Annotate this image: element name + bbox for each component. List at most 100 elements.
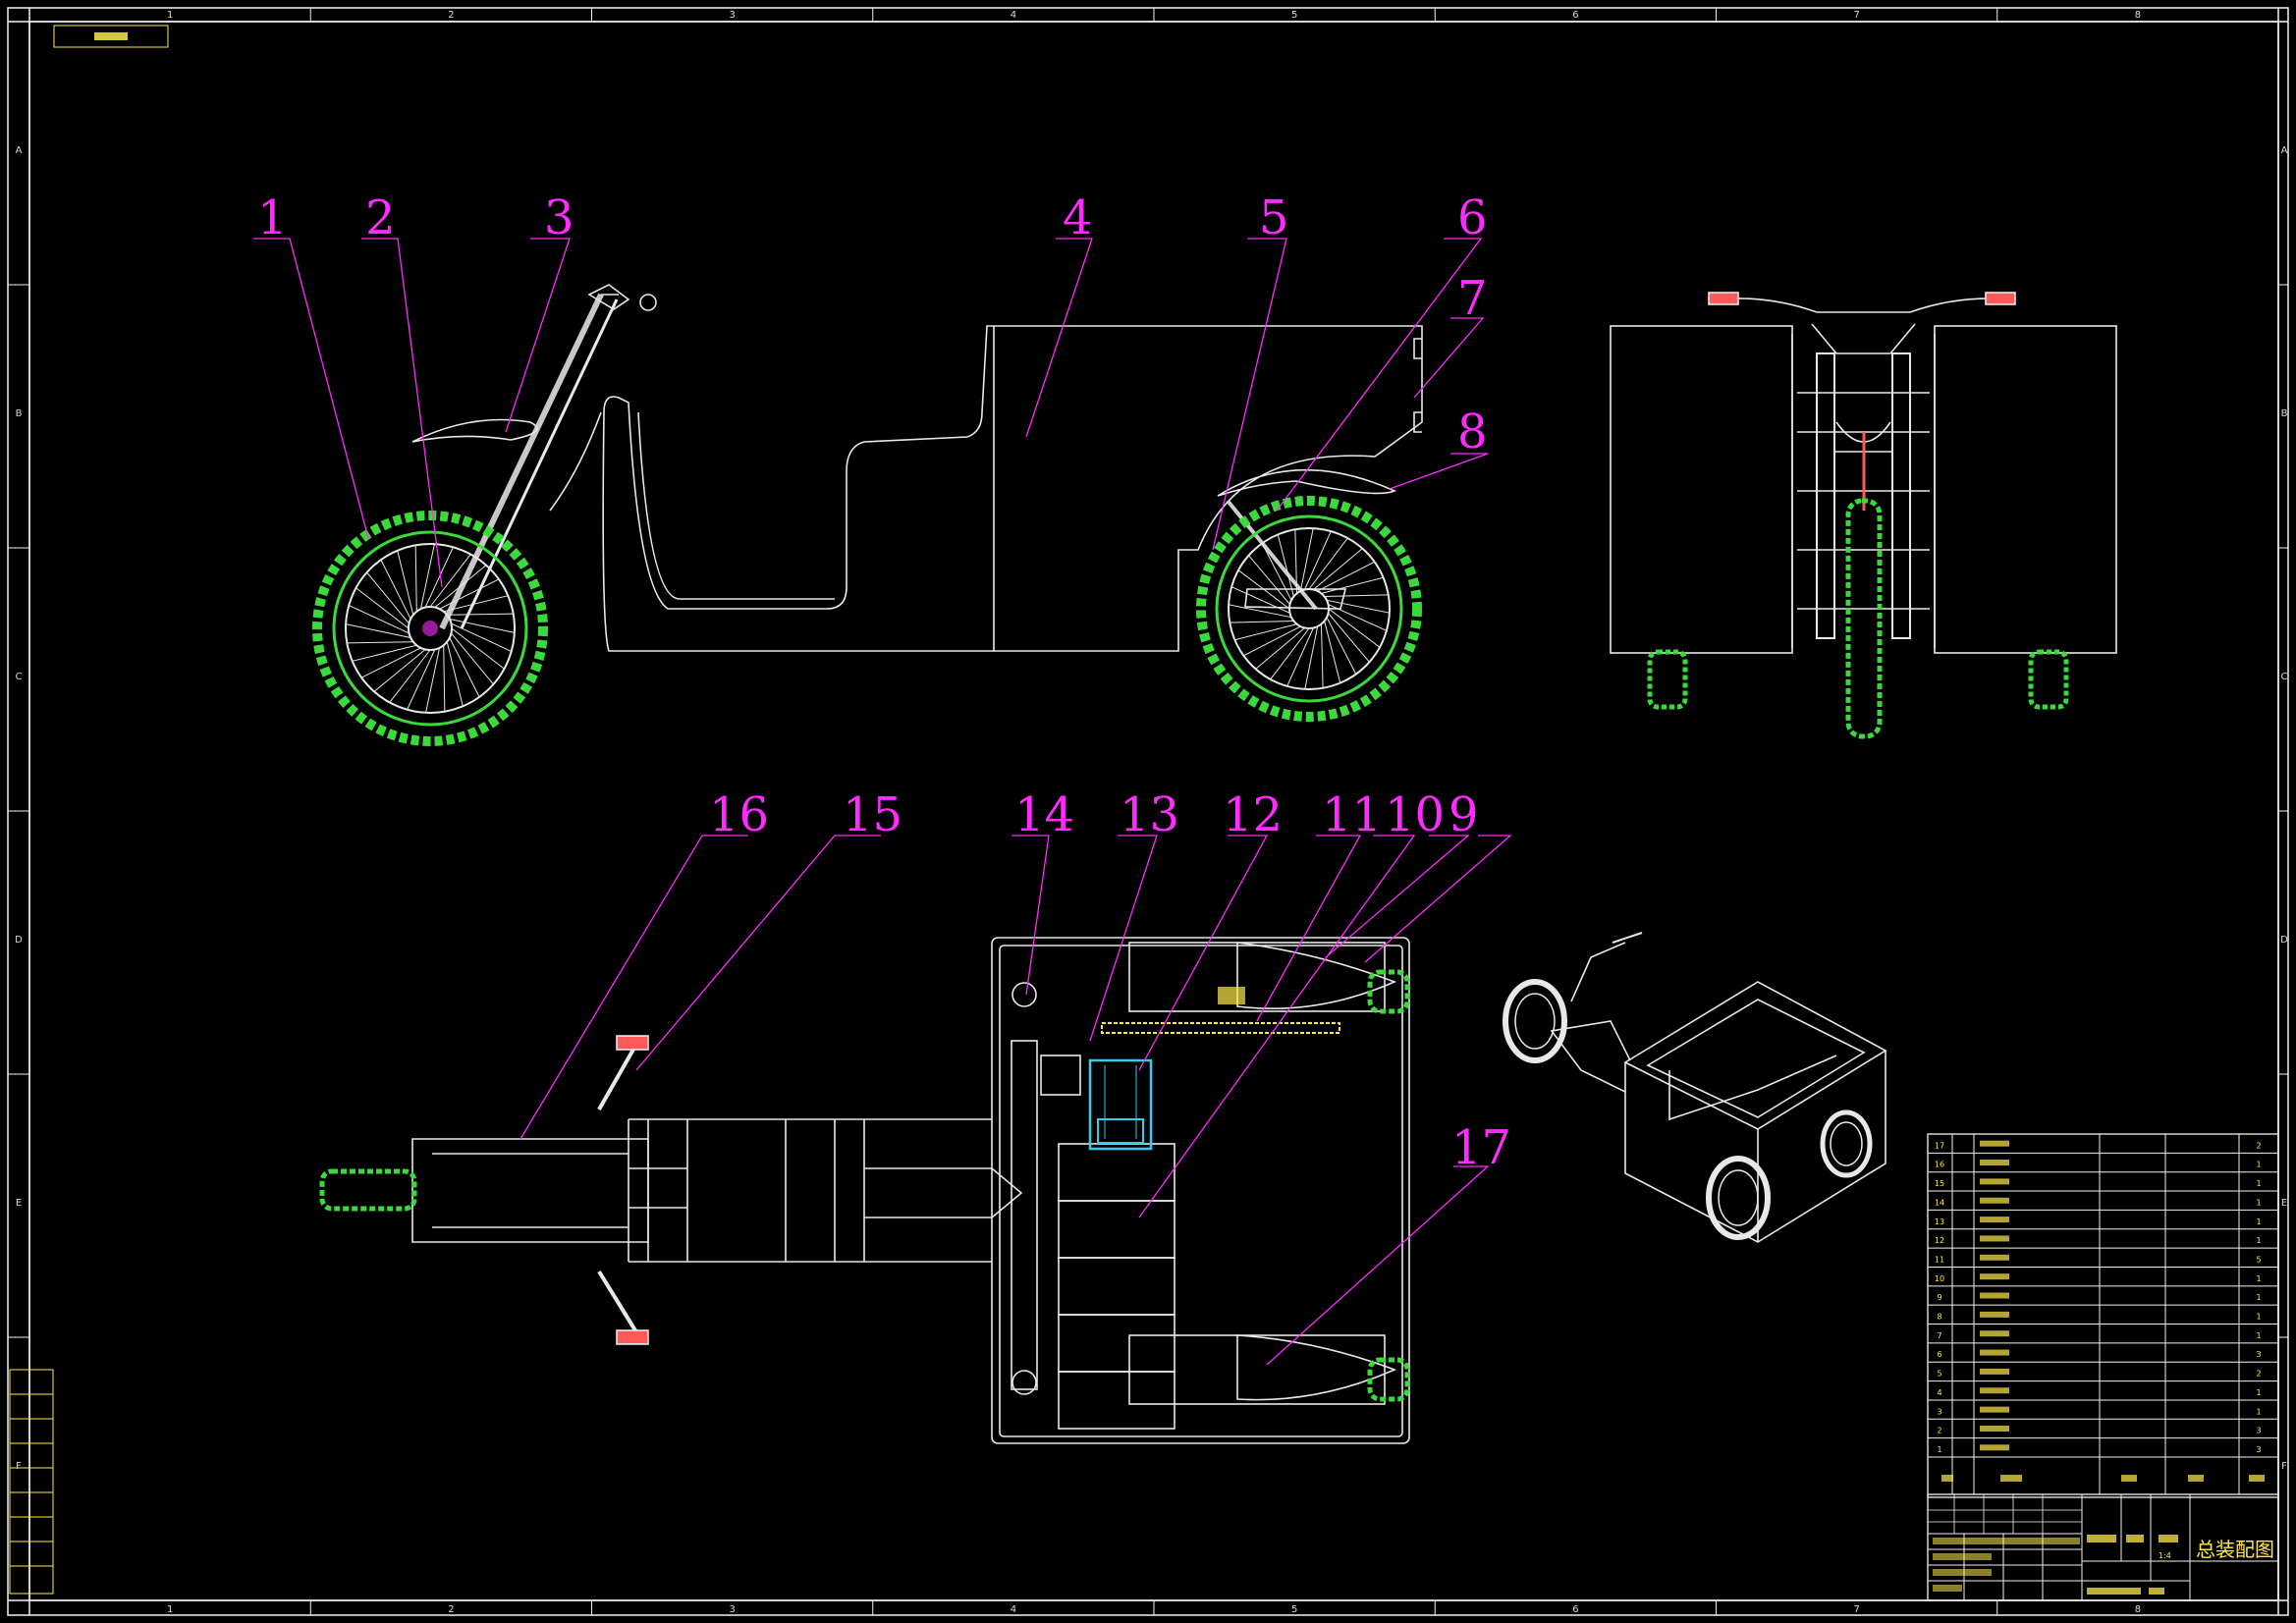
front-handlebar — [1713, 298, 2014, 313]
front-view — [1610, 292, 2117, 654]
bom-item-name-glyphs — [1980, 1254, 2009, 1261]
bom-item-number: 6 — [1937, 1350, 1941, 1359]
grid-row-label-right: F — [2281, 1461, 2287, 1472]
bom-item-qty: 1 — [2256, 1217, 2261, 1226]
bom-item-number: 5 — [1937, 1370, 1941, 1379]
bom-item-number: 8 — [1937, 1313, 1941, 1322]
corner-label-box — [53, 25, 169, 48]
bom-item-qty: 1 — [2256, 1198, 2261, 1207]
bom-item-name-glyphs — [1980, 1425, 2009, 1432]
side-footwell — [637, 411, 835, 600]
bom-item-name-glyphs — [1980, 1349, 2009, 1356]
grid-row-label-right: E — [2281, 1198, 2287, 1209]
balloon-8: 8 — [1457, 405, 1488, 460]
bom-item-name-glyphs — [1980, 1387, 2009, 1394]
bom-item-name-glyphs — [1980, 1368, 2009, 1375]
drawing-scale: 1:4 — [2159, 1551, 2171, 1560]
grid-col-label-bottom: 5 — [1291, 1604, 1297, 1615]
side-cargo-body — [602, 325, 1423, 652]
top-front-fork — [411, 1138, 649, 1243]
balloon-1: 1 — [257, 190, 288, 245]
grid-col-label-bottom: 6 — [1572, 1604, 1578, 1615]
top-motor — [1088, 987, 1340, 1151]
bom-item-qty: 1 — [2256, 1274, 2261, 1283]
bom-item-number: 2 — [1937, 1427, 1941, 1435]
grid-row-label-right: A — [2281, 145, 2288, 156]
top-body-neck — [628, 1118, 992, 1263]
grid-col-label-top: 6 — [1572, 10, 1578, 21]
bom-item-number: 1 — [1937, 1445, 1941, 1454]
bom-item-number: 11 — [1935, 1255, 1944, 1264]
bom-item-number: 12 — [1935, 1236, 1944, 1245]
grid-col-label-top: 3 — [729, 10, 735, 21]
grid-row-label-left: D — [15, 935, 23, 946]
iso-wheels — [1503, 979, 1873, 1240]
balloon-17: 17 — [1451, 1120, 1511, 1175]
bom-item-name-glyphs — [1980, 1292, 2009, 1299]
bom-item-number: 13 — [1935, 1217, 1944, 1226]
bom-item-name-glyphs — [1980, 1311, 2009, 1318]
grid-row-label-right: B — [2281, 408, 2288, 419]
drawing-title: 总装配图 — [2196, 1538, 2274, 1561]
bom-header-glyphs — [2000, 1475, 2022, 1482]
grid-col-label-bottom: 3 — [729, 1604, 735, 1615]
grid-col-label-bottom: 2 — [448, 1604, 454, 1615]
balloon-6: 6 — [1457, 190, 1488, 245]
bom-item-name-glyphs — [1980, 1273, 2009, 1280]
balloon-12: 12 — [1223, 787, 1283, 842]
grid-row-label-right: C — [2281, 672, 2288, 682]
top-cargo-box — [991, 937, 1410, 1444]
grid-col-label-top: 5 — [1291, 10, 1297, 21]
bom-item-name-glyphs — [1980, 1140, 2009, 1147]
bom-item-number: 16 — [1935, 1161, 1944, 1169]
side-front-wheel — [312, 511, 548, 746]
bom-header-glyphs — [2121, 1475, 2137, 1482]
top-battery-stack — [1058, 1143, 1175, 1430]
grid-col-label-bottom: 8 — [2135, 1604, 2141, 1615]
balloon-10: 10 — [1385, 787, 1445, 842]
bom-item-qty: 3 — [2256, 1445, 2261, 1454]
bom-item-qty: 2 — [2256, 1370, 2261, 1379]
bom-item-number: 7 — [1937, 1331, 1941, 1340]
bom-item-name-glyphs — [1980, 1330, 2009, 1337]
grid-row-label-right: D — [2280, 935, 2288, 946]
balloon-16: 16 — [709, 787, 769, 842]
isometric-view — [1550, 932, 1887, 1243]
bom-item-name-glyphs — [1980, 1444, 2009, 1451]
balloon-numbers: 1 2 3 4 5 6 7 8 9 10 11 12 13 14 15 16 1… — [257, 190, 1511, 1175]
bom-item-number: 4 — [1937, 1388, 1941, 1397]
grid-col-label-bottom: 4 — [1011, 1604, 1016, 1615]
grid-row-label-left: B — [16, 408, 23, 419]
grid-row-label-left: C — [16, 672, 23, 682]
title-block: 总装配图 1:4 — [1927, 1493, 2279, 1601]
bom-item-qty: 1 — [2256, 1313, 2261, 1322]
bom-item-number: 14 — [1935, 1198, 1944, 1207]
bom-item-qty: 1 — [2256, 1293, 2261, 1302]
leader-lines — [253, 238, 1512, 1366]
balloon-15: 15 — [843, 787, 902, 842]
frame-grid-ticks — [8, 8, 2288, 1615]
bom-item-qty: 1 — [2256, 1179, 2261, 1188]
top-view-tires — [319, 969, 1410, 1402]
bom-item-qty: 1 — [2256, 1388, 2261, 1397]
bom-header-glyphs — [2249, 1475, 2265, 1482]
top-view — [411, 937, 1410, 1444]
bom-item-number: 10 — [1935, 1274, 1944, 1283]
balloon-4: 4 — [1063, 190, 1093, 245]
balloon-5: 5 — [1259, 190, 1289, 245]
balloon-13: 13 — [1120, 787, 1179, 842]
grid-col-label-top: 7 — [1853, 10, 1859, 21]
bom-header-glyphs — [2188, 1475, 2204, 1482]
balloon-14: 14 — [1014, 787, 1074, 842]
bom-item-number: 9 — [1937, 1293, 1941, 1302]
grid-row-label-left: E — [16, 1198, 22, 1209]
balloon-3: 3 — [544, 190, 574, 245]
balloon-9: 9 — [1449, 787, 1479, 842]
grid-row-label-left: F — [16, 1461, 22, 1472]
bom-item-qty: 1 — [2256, 1407, 2261, 1416]
bom-item-name-glyphs — [1980, 1178, 2009, 1185]
bom-item-qty: 1 — [2256, 1161, 2261, 1169]
front-view-tires — [1647, 498, 2069, 739]
bom-item-qty: 1 — [2256, 1236, 2261, 1245]
